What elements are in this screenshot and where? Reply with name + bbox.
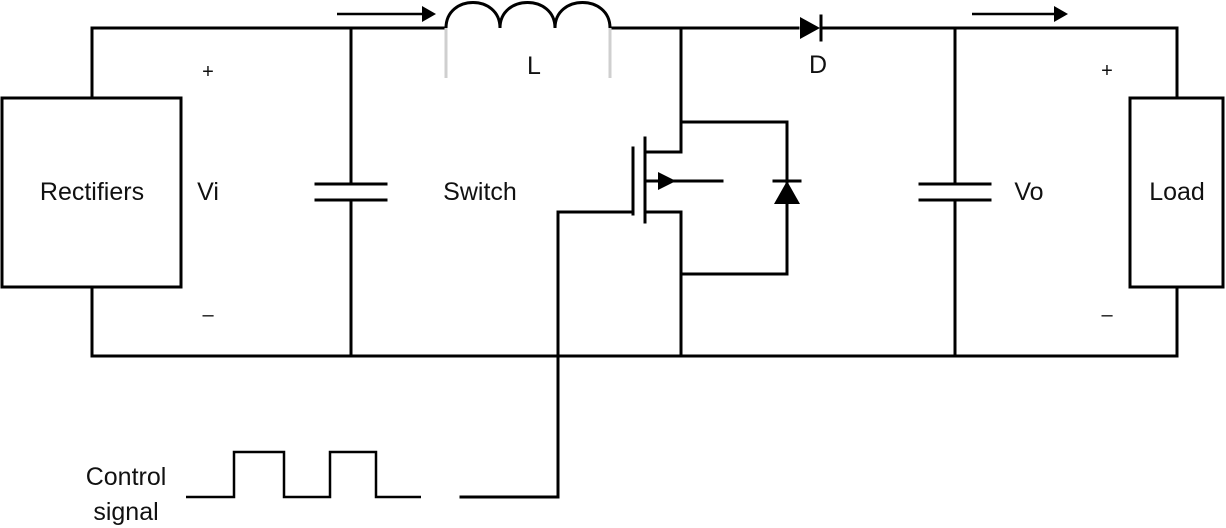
control-signal-label-line2: signal <box>93 498 158 526</box>
vi-plus-sign: + <box>202 61 214 83</box>
output-current-arrow <box>972 6 1068 22</box>
gate-drive-line <box>459 210 635 499</box>
vi-minus-sign: – <box>202 304 214 326</box>
rectifiers-label: Rectifiers <box>40 178 144 206</box>
switch-label: Switch <box>443 178 517 206</box>
bottom-rail <box>90 285 1179 358</box>
input-capacitor <box>314 26 388 358</box>
inductor-symbol: L <box>444 1 612 80</box>
load-label: Load <box>1149 178 1205 206</box>
vo-label: Vo <box>1014 178 1043 206</box>
vo-minus-sign: – <box>1101 304 1113 326</box>
vi-label: Vi <box>197 178 219 206</box>
body-diode-symbol <box>772 179 802 204</box>
inductor-label: L <box>527 52 541 80</box>
load-block: Load <box>1128 96 1225 289</box>
rectifiers-block: Rectifiers <box>0 96 183 289</box>
output-capacitor <box>918 26 992 358</box>
control-signal-label-line1: Control <box>86 463 167 491</box>
diode-d-symbol: D <box>800 14 827 79</box>
top-rail <box>90 26 1179 100</box>
input-current-arrow <box>337 6 436 22</box>
mosfet-switch <box>631 26 789 358</box>
diode-label: D <box>809 51 827 79</box>
vo-plus-sign: + <box>1101 60 1113 82</box>
control-pulse-waveform <box>186 450 421 499</box>
